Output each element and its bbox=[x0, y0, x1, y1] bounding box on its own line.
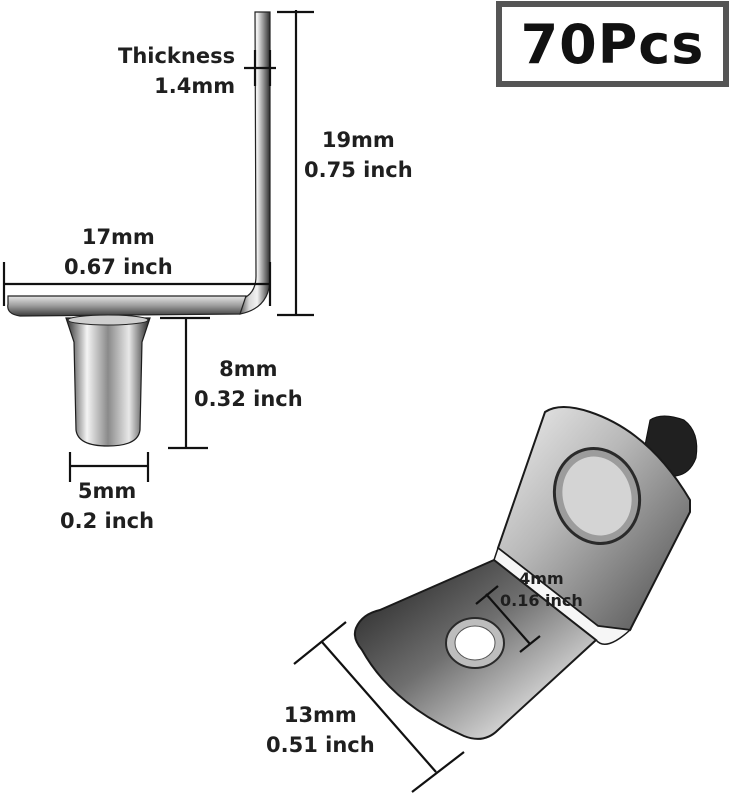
dimension-lines bbox=[2, 10, 541, 793]
pin-diameter-inch: 0.2 inch bbox=[60, 509, 155, 533]
bracket-width-mm: 13mm bbox=[283, 703, 357, 727]
hole-diameter-mm: 4mm bbox=[519, 569, 564, 588]
width-arm-inch: 0.67 inch bbox=[64, 255, 173, 279]
pin-diameter-label: 5mm 0.2 inch bbox=[60, 476, 154, 536]
pin-length-mm: 8mm bbox=[219, 357, 278, 381]
quantity-badge: 70Pcs bbox=[496, 1, 729, 87]
hole-diameter-label: 4mm 0.16 inch bbox=[500, 568, 583, 612]
quantity-badge-inner: 70Pcs bbox=[502, 7, 723, 81]
height-arm-label: 19mm 0.75 inch bbox=[304, 125, 413, 185]
thickness-value: 1.4mm bbox=[154, 74, 236, 98]
width-arm-mm: 17mm bbox=[81, 225, 155, 249]
shelf-support-side-view bbox=[7, 11, 271, 447]
pin-length-inch: 0.32 inch bbox=[194, 387, 303, 411]
width-arm-label: 17mm 0.67 inch bbox=[64, 222, 173, 282]
pin-length-label: 8mm 0.32 inch bbox=[194, 354, 303, 414]
shelf-support-3d-view bbox=[353, 406, 698, 740]
thickness-label: Thickness 1.4mm bbox=[118, 41, 235, 101]
height-arm-inch: 0.75 inch bbox=[304, 158, 413, 182]
thickness-title: Thickness bbox=[118, 44, 236, 68]
pin-diameter-mm: 5mm bbox=[77, 479, 137, 503]
bracket-width-inch: 0.51 inch bbox=[266, 733, 375, 757]
quantity-text: 70Pcs bbox=[520, 12, 705, 76]
hole-diameter-inch: 0.16 inch bbox=[500, 591, 583, 610]
bracket-width-label: 13mm 0.51 inch bbox=[266, 700, 375, 760]
height-arm-mm: 19mm bbox=[321, 128, 395, 152]
